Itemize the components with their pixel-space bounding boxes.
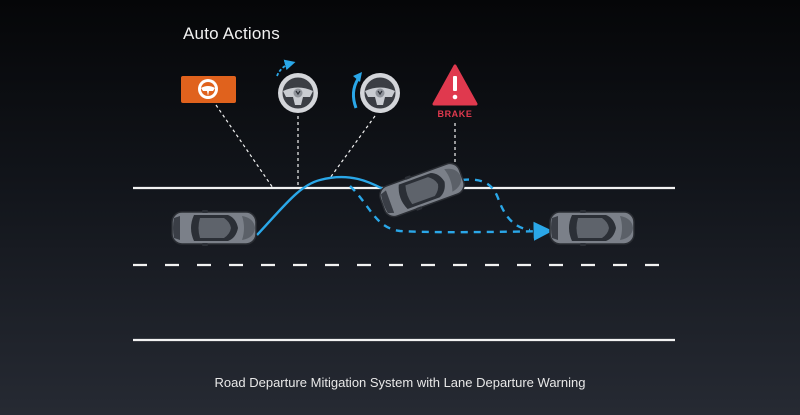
brake-label: BRAKE [437,109,472,119]
recovery-path [461,178,531,232]
warning-triangle-icon [432,64,478,106]
callout-lines [215,104,456,189]
steering-wheel-left-icon [351,72,401,114]
steering-wheel-right-icon [276,59,319,114]
correction-path [349,185,553,241]
departure-path [256,175,386,236]
car-corrected [549,209,635,247]
diagram-caption: Road Departure Mitigation System with La… [214,375,586,390]
car-start [171,209,257,247]
page-title: Auto Actions [183,24,280,43]
car-departing [375,157,469,223]
steering-wheel-warning-icon [181,76,236,103]
